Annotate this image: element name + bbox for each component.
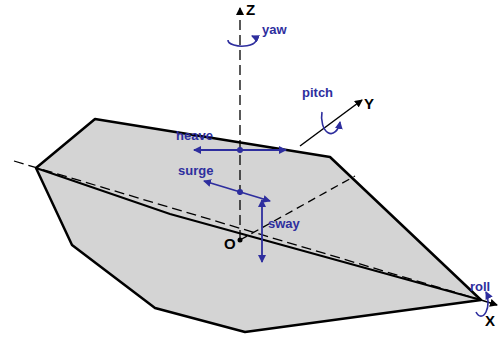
- motion-label: yaw: [262, 22, 287, 38]
- pitch-arrow: [322, 112, 340, 134]
- hull-outline: [36, 119, 481, 332]
- y-axis: [300, 100, 362, 146]
- axis-letter: Y: [364, 96, 374, 112]
- axis-letter: X: [485, 313, 495, 329]
- motion-label: surge: [178, 163, 213, 179]
- surge-arrow: [204, 181, 270, 201]
- motion-label: roll: [470, 279, 490, 295]
- sway-arrow: [261, 200, 263, 262]
- motion-label: pitch: [302, 85, 333, 101]
- axis-letter: O: [224, 236, 236, 252]
- x-axis: [14, 161, 481, 300]
- x-axis-arrow: [481, 300, 497, 305]
- z-axis: [239, 8, 240, 240]
- axis-letter: Z: [246, 2, 255, 18]
- y-axis-hidden: [240, 176, 355, 240]
- motion-label: sway: [268, 216, 300, 232]
- yaw-arrow: [228, 36, 256, 46]
- motion-label: heave: [176, 128, 213, 144]
